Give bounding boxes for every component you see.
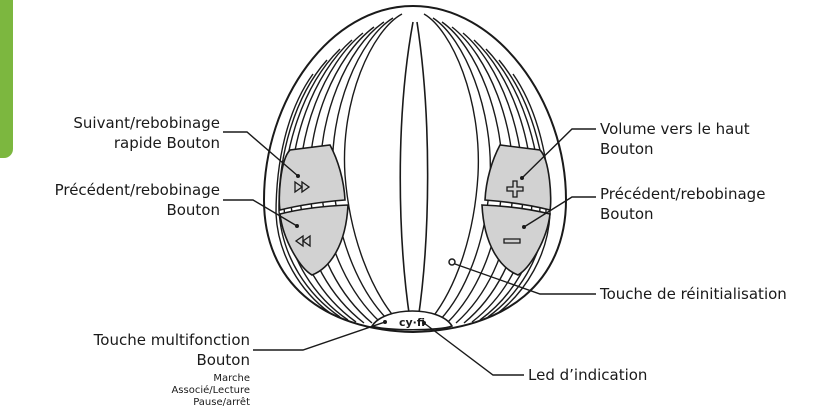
brand-logo: cy·fi: [399, 316, 425, 329]
label-multifunction-line1: Touche multifonction: [20, 330, 250, 350]
label-volume-up: Volume vers le haut Bouton: [600, 119, 820, 159]
fast-forward-button: [279, 145, 345, 210]
label-prev-rw-right-line1: Précédent/rebobinage: [600, 184, 822, 204]
label-prev-rw-left: Précédent/rebobinage Bouton: [0, 180, 220, 220]
label-reset: Touche de réinitialisation: [600, 284, 822, 304]
mode-on: Marche: [20, 373, 250, 385]
label-prev-rw-left-line1: Précédent/rebobinage: [0, 180, 220, 200]
label-next-ff-line1: Suivant/rebobinage: [20, 113, 220, 133]
label-led: Led d’indication: [528, 365, 728, 385]
mode-pause-stop: Pause/arrêt: [20, 397, 250, 409]
label-prev-rw-right-line2: Bouton: [600, 204, 822, 224]
label-multifunction: Touche multifonction Bouton: [20, 330, 250, 370]
label-multifunction-modes: Marche Associé/Lecture Pause/arrêt: [20, 373, 250, 409]
label-volume-up-line1: Volume vers le haut: [600, 119, 820, 139]
label-prev-rw-right: Précédent/rebobinage Bouton: [600, 184, 822, 224]
mode-pair-play: Associé/Lecture: [20, 385, 250, 397]
label-multifunction-line2: Bouton: [20, 350, 250, 370]
label-reset-text: Touche de réinitialisation: [600, 284, 822, 304]
label-prev-rw-left-line2: Bouton: [0, 200, 220, 220]
label-next-ff: Suivant/rebobinage rapide Bouton: [20, 113, 220, 153]
label-next-ff-line2: rapide Bouton: [20, 133, 220, 153]
volume-up-button: [485, 145, 551, 210]
label-volume-up-line2: Bouton: [600, 139, 820, 159]
label-led-text: Led d’indication: [528, 365, 728, 385]
reset-hole: [449, 259, 455, 265]
